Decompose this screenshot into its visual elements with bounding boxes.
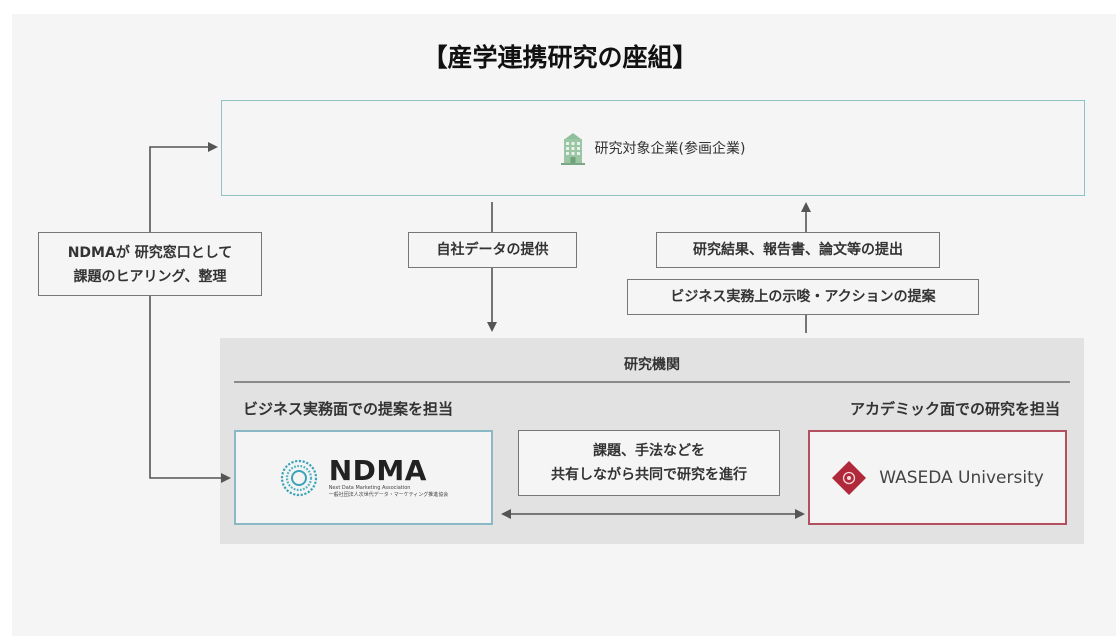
shared-research-line2: 共有しながら共同で研究を進行 [551,467,747,483]
ndma-role-label: ビジネス実務面での提案を担当 [243,400,454,418]
ndma-wordmark: NDMA Next Data Marketing Association 一般社… [328,453,449,499]
ndma-logo: NDMA Next Data Marketing Association 一般社… [236,432,491,523]
research-institution-title: 研究機関 [624,357,680,373]
ndma-role-note: NDMAが 研究窓口として 課題のヒアリング、整理 [38,232,262,296]
waseda-logo: WASEDA University [810,432,1065,523]
ndma-role-note-line2: 課題のヒアリング、整理 [73,269,227,285]
results-label: 研究結果、報告書、論文等の提出 [656,232,940,268]
shared-research-line1: 課題、手法などを [593,443,705,459]
ndma-role-note-line1: NDMAが 研究窓口として [67,245,233,261]
arrow-to-company [149,142,218,232]
ndma-subtitle-ja: 一般社団法人次世代データ・マーケティング推進協会 [328,491,449,498]
waseda-box: WASEDA University [808,430,1067,525]
arrow-to-ndma [149,296,231,483]
proposal-label: ビジネス実務上の示唆・アクションの提案 [627,279,979,315]
data-provision-label: 自社データの提供 [408,232,577,268]
diagram-title: 【産学連携研究の座組】 [422,43,698,72]
waseda-emblem-icon [832,460,867,495]
waseda-role-label: アカデミック面での研究を担当 [849,400,1060,418]
shared-research-label: 課題、手法などを 共有しながら共同で研究を進行 [518,430,780,496]
ndma-spiral-icon [280,459,317,496]
divider [234,381,1070,383]
company-label: 研究対象企業(参画企業) [594,141,746,157]
ndma-name: NDMA [328,453,427,487]
waseda-name: WASEDA University [879,467,1044,488]
company-box: 研究対象企業(参画企業) [221,100,1085,196]
building-icon [560,133,585,165]
ndma-subtitle-en: Next Data Marketing Association [328,484,411,491]
ndma-box: NDMA Next Data Marketing Association 一般社… [234,430,493,525]
